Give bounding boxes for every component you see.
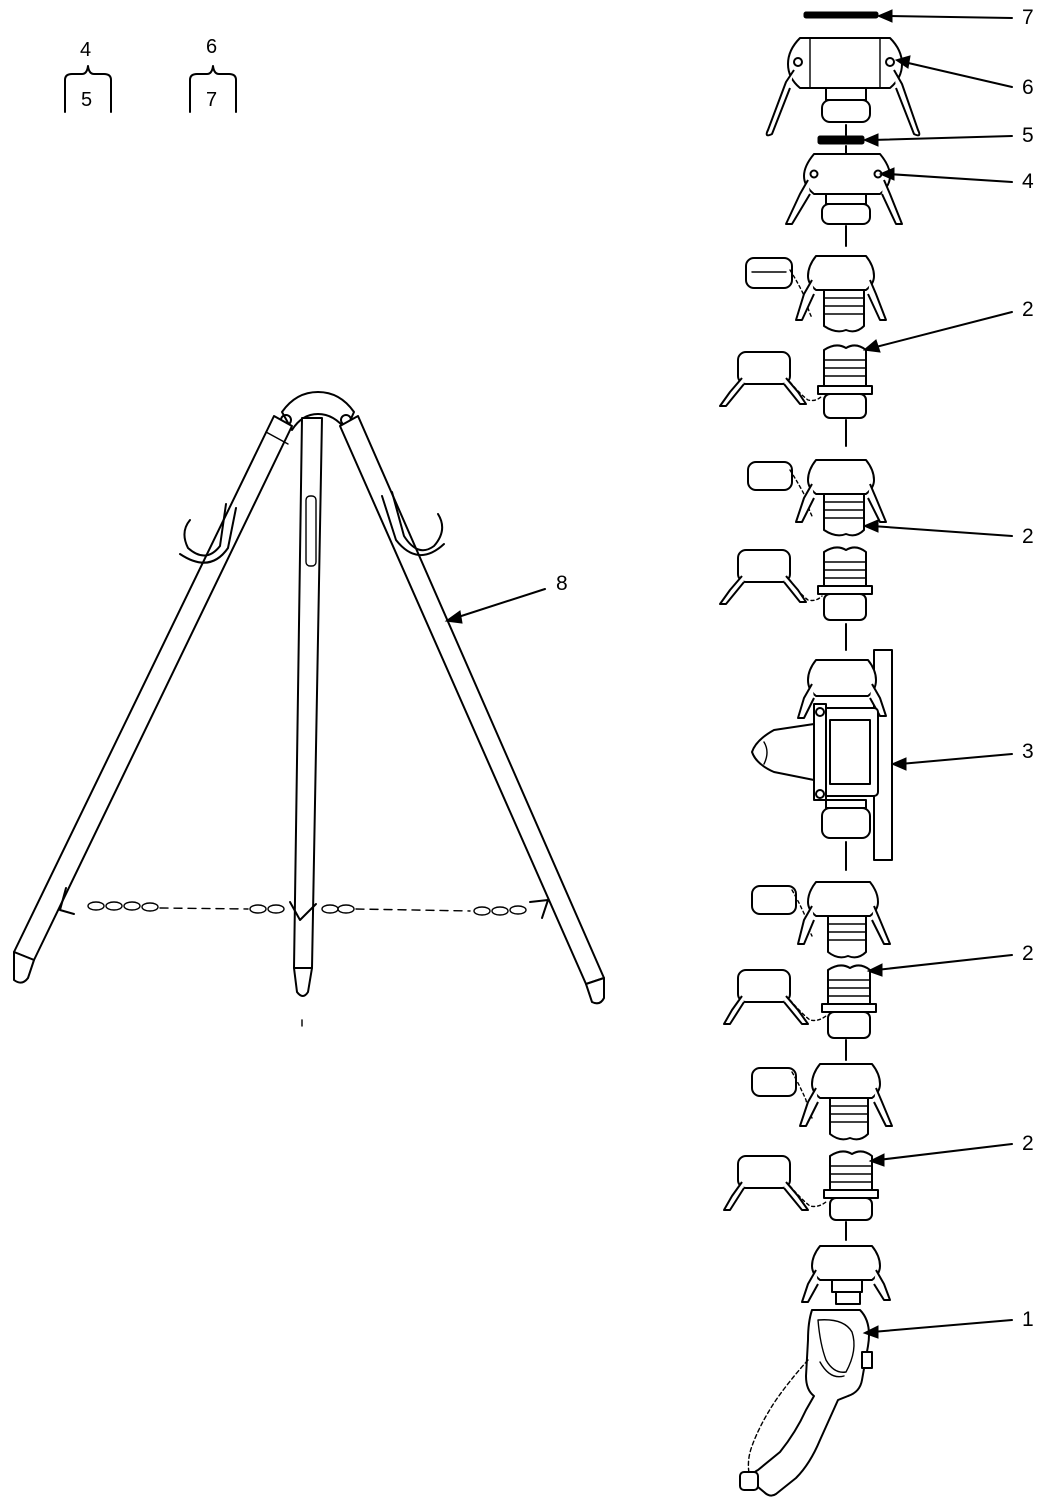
callout-label-2d: 2 (1022, 1132, 1034, 1155)
callout-label-2b: 2 (1022, 525, 1034, 548)
coupler-with-cap-1 (745, 255, 887, 333)
callout-arrow-8 (444, 610, 463, 624)
coupler-with-cap-2 (747, 459, 887, 537)
tripod-foot-left (13, 951, 35, 984)
callout-label-2a: 2 (1022, 298, 1034, 321)
tripod-hook-left-inner (179, 507, 237, 564)
callout-label-3: 3 (1022, 740, 1034, 763)
adapter-with-cap-1 (719, 344, 873, 419)
callout-line-8 (451, 588, 546, 620)
coupler-with-cap-4 (751, 1063, 893, 1141)
key-label-7: 7 (206, 89, 217, 111)
key-group-4-5: 4 5 (64, 39, 112, 113)
tripod-leg-left (13, 415, 293, 961)
callout-label-8: 8 (556, 572, 568, 595)
key-brace-6-7 (189, 65, 237, 113)
key-label-6: 6 (206, 36, 217, 58)
callout-1: 1 (862, 1308, 1034, 1339)
callout-label-7: 7 (1022, 6, 1034, 29)
tripod-hook-right (391, 491, 444, 552)
adapter-with-cap-4 (723, 1150, 879, 1221)
callout-5: 5 (862, 124, 1034, 147)
key-brace-4-5 (64, 65, 112, 113)
coupler-top (765, 37, 921, 137)
tripod: 8 (13, 391, 605, 1005)
tripod-chain (59, 887, 549, 921)
callout-2-d: 2 (868, 1132, 1034, 1167)
adapter-with-cap-2 (719, 546, 873, 621)
key-label-4: 4 (80, 39, 91, 61)
gasket-mid (817, 135, 865, 145)
callout-label-2c: 2 (1022, 942, 1034, 965)
manifold-assembly (751, 649, 893, 861)
tripod-leg-right (339, 415, 605, 985)
tripod-leg-center (293, 417, 323, 969)
tripod-center-slot (305, 495, 317, 567)
callout-2-c: 2 (866, 942, 1034, 977)
tripod-foot-center (293, 967, 313, 997)
callout-label-1: 1 (1022, 1308, 1034, 1331)
adapter-with-cap-3 (723, 964, 877, 1039)
coupler-with-cap-3 (751, 881, 891, 959)
callout-3: 3 (890, 740, 1034, 771)
key-group-6-7: 6 7 (189, 36, 237, 113)
callout-4: 4 (878, 167, 1034, 193)
tripod-hook-left (183, 503, 227, 557)
callout-2-a: 2 (862, 298, 1034, 353)
tripod-hook-right-inner (381, 495, 445, 556)
callout-label-4: 4 (1022, 170, 1034, 193)
tripod-foot-right (585, 977, 605, 1005)
coupler-mid (785, 153, 903, 225)
callout-2-b: 2 (862, 519, 1034, 548)
callout-label-5: 5 (1022, 124, 1034, 147)
callout-6: 6 (894, 55, 1034, 99)
gasket-top (803, 11, 879, 19)
key-label-5: 5 (81, 89, 92, 111)
nozzle (739, 1245, 891, 1497)
callout-label-6: 6 (1022, 76, 1034, 99)
tripod-band-left (265, 431, 289, 445)
callout-7-top: 7 (876, 6, 1034, 29)
